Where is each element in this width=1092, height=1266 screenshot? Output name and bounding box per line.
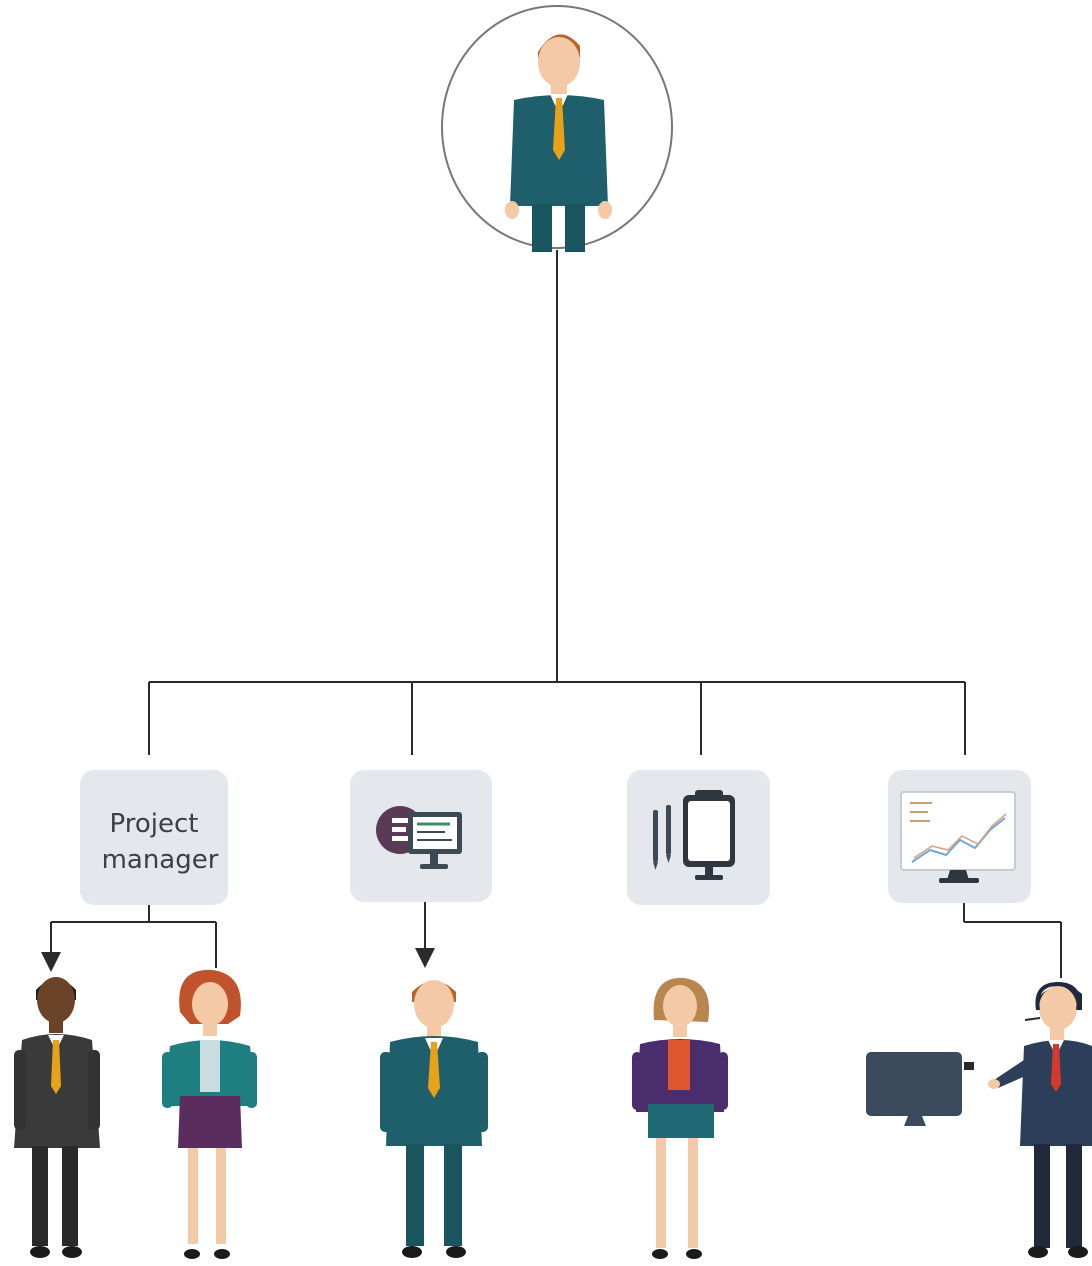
woman-purple-jacket-person-icon: [632, 977, 728, 1259]
executive-person-icon: [505, 34, 612, 252]
analytics-chart-monitor-icon: [900, 791, 1016, 883]
top-node[interactable]: [441, 5, 673, 252]
role-box-label-line-1: Project: [110, 809, 199, 839]
man-dark-suit-person-icon: [14, 977, 100, 1258]
staff-5[interactable]: [866, 981, 1092, 1258]
presentation-monitor-icon: [376, 806, 462, 869]
role-box-project-manager[interactable]: Project manager: [80, 770, 228, 905]
staff-1[interactable]: [14, 977, 100, 1258]
role-box-design[interactable]: [627, 770, 770, 905]
design-tablet-pens-icon: [653, 790, 735, 880]
woman-teal-jacket-person-icon: [162, 969, 257, 1259]
staff-2[interactable]: [162, 969, 257, 1259]
role-box-presentation[interactable]: [350, 770, 492, 902]
connector-lines: [41, 250, 1062, 978]
staff-4[interactable]: [632, 977, 728, 1259]
role-box-label-line-2: manager: [102, 845, 219, 875]
man-teal-suit-person-icon: [380, 980, 488, 1258]
staff-3[interactable]: [380, 980, 488, 1258]
role-box-analytics[interactable]: [888, 770, 1031, 903]
support-agent-headset-person-icon: [866, 981, 1092, 1258]
